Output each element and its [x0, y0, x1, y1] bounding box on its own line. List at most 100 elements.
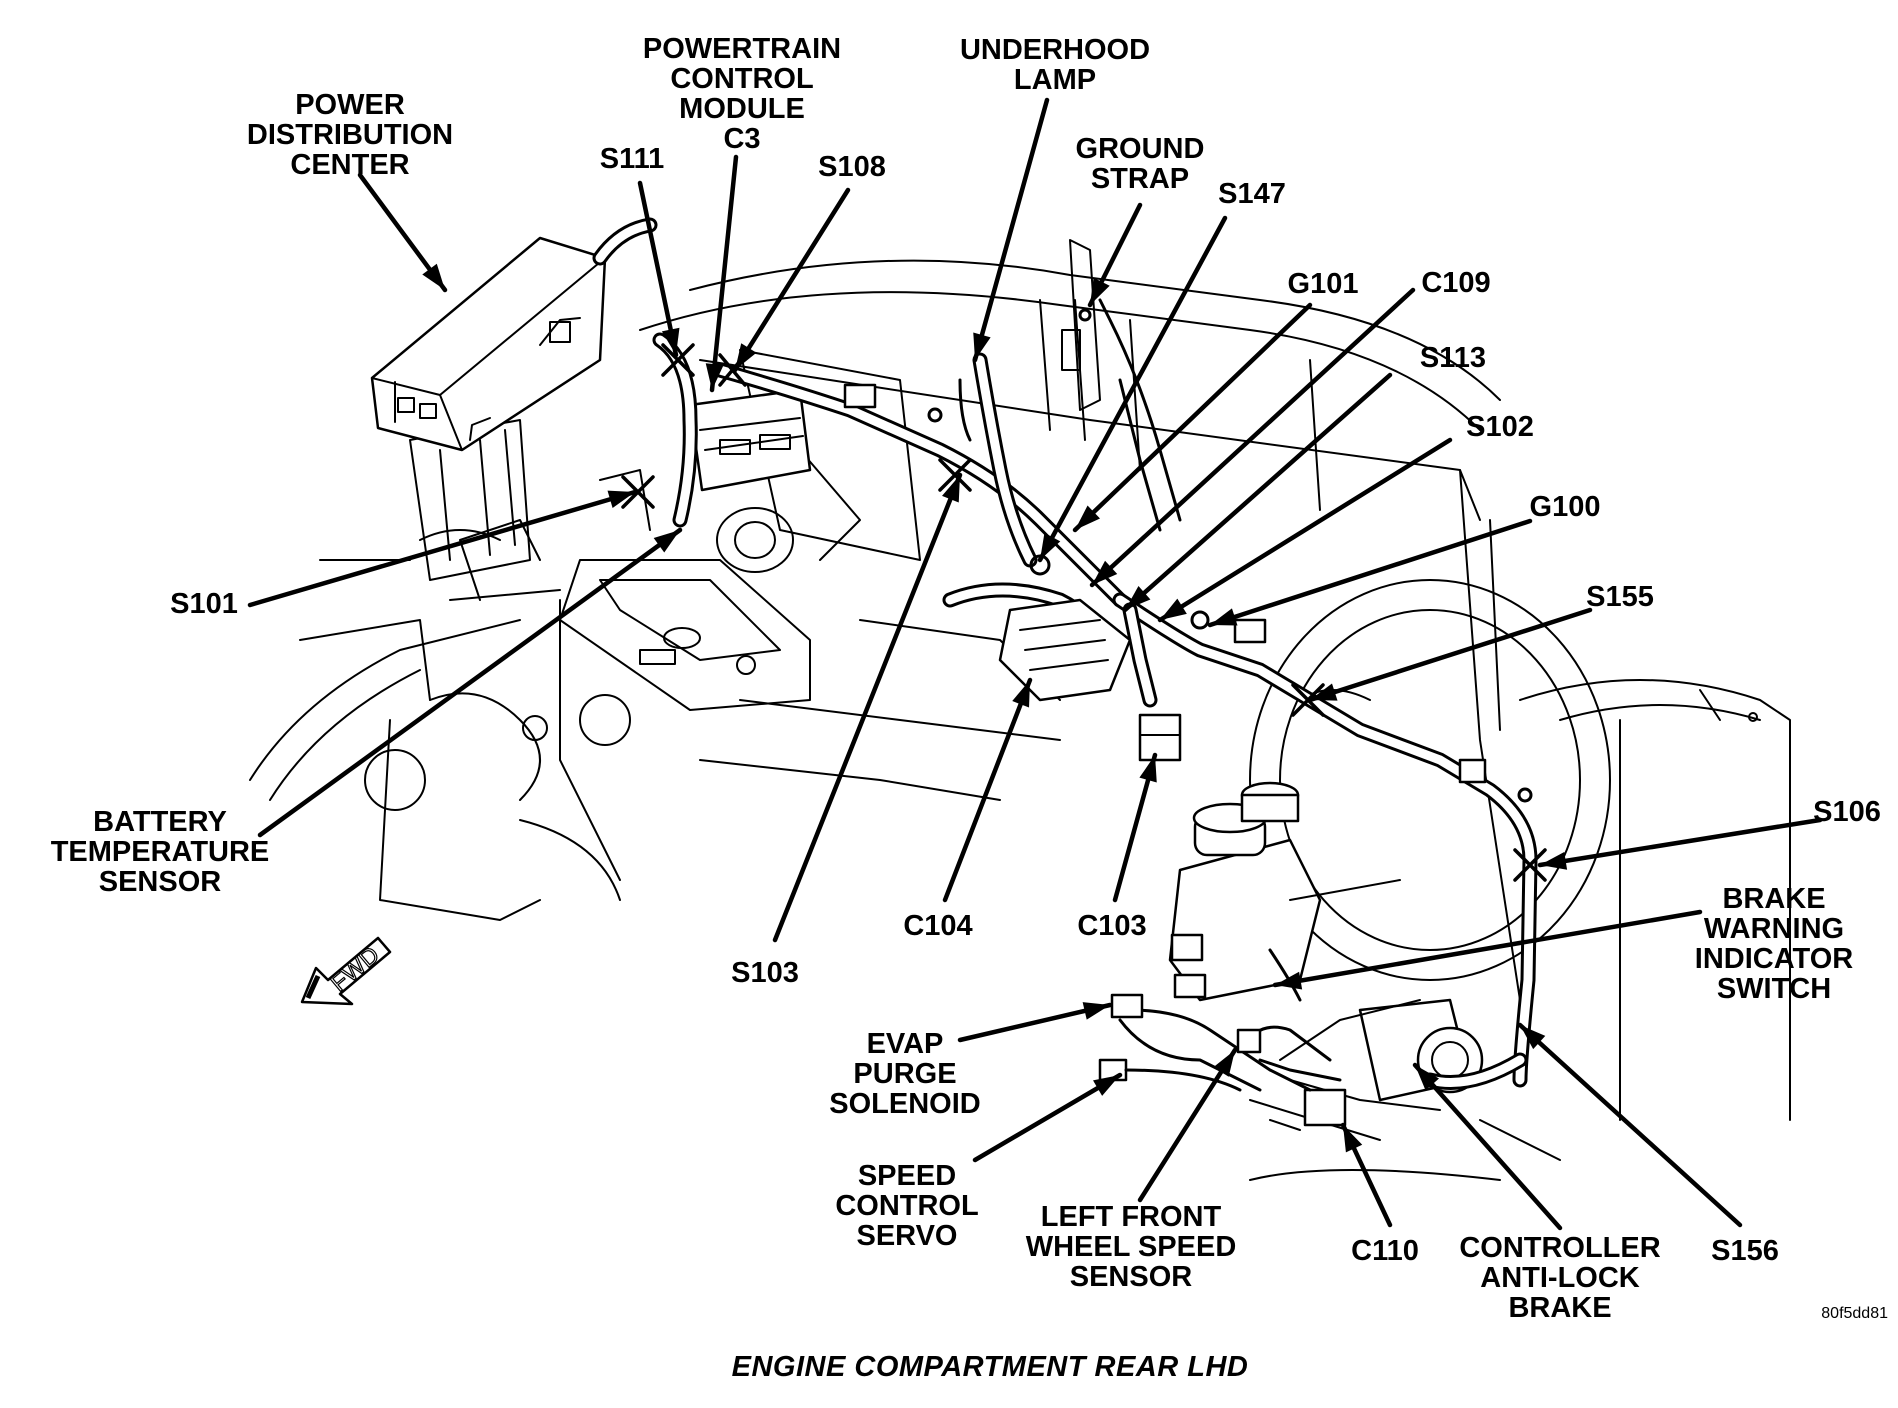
splice-markers [621, 343, 1547, 882]
arrowhead-s147 [1040, 532, 1061, 560]
leader-c109 [1089, 287, 1416, 588]
label-c109: C109 [1421, 267, 1490, 299]
label-g101-line: G101 [1288, 268, 1359, 300]
label-s108: S108 [818, 151, 886, 183]
label-c110: C110 [1351, 1235, 1419, 1267]
arrowhead-c104 [1012, 680, 1030, 708]
background-line-art [249, 239, 1791, 1181]
label-underhood-lamp-line: LAMP [1014, 64, 1096, 96]
label-evap-purge-solenoid-line: EVAP [867, 1028, 944, 1060]
arrowhead-ground-strap [1090, 277, 1110, 305]
leader-s102 [1157, 437, 1453, 623]
label-speed-control-servo-line: CONTROL [835, 1190, 978, 1222]
label-s103-line: S103 [731, 957, 799, 989]
splice-x-s103 [938, 458, 972, 492]
arrowhead-s102 [1160, 598, 1187, 620]
label-ground-strap-line: STRAP [1091, 163, 1189, 195]
label-s156-line: S156 [1711, 1235, 1779, 1267]
power-distribution-center-box [370, 217, 658, 452]
arrowhead-evap-purge-solenoid [1082, 1002, 1110, 1020]
label-g100-line: G100 [1530, 491, 1601, 523]
label-s106: S106 [1813, 796, 1881, 828]
label-s102-line: S102 [1466, 411, 1534, 443]
leader-s108 [732, 187, 851, 373]
label-left-front-wheel-speed-sensor-line: WHEEL SPEED [1026, 1231, 1237, 1263]
leader-s113 [1122, 372, 1393, 613]
label-left-front-wheel-speed-sensor-line: LEFT FRONT [1041, 1201, 1222, 1233]
label-powertrain-control-module-line: CONTROL [670, 63, 813, 95]
arrowhead-s113 [1125, 586, 1151, 610]
label-power-distribution-center-line: CENTER [290, 149, 409, 181]
leader-arrows [247, 97, 1823, 1231]
label-s101: S101 [170, 588, 238, 620]
label-s102: S102 [1466, 411, 1534, 443]
arrowhead-powertrain-control-module [705, 363, 724, 390]
arrowhead-g101 [1075, 505, 1101, 530]
label-brake-warning-indicator-switch-line: WARNING [1704, 913, 1844, 945]
leader-s103 [772, 472, 963, 943]
label-s113-line: S113 [1420, 342, 1486, 374]
leader-c104 [942, 677, 1033, 903]
arrowhead-s111 [661, 327, 680, 355]
label-s106-line: S106 [1813, 796, 1881, 828]
leader-battery-temperature-sensor [257, 527, 683, 838]
arrowhead-s101 [607, 490, 635, 508]
label-c110-line: C110 [1351, 1235, 1419, 1267]
label-s155: S155 [1586, 581, 1654, 613]
label-controller-anti-lock-brake-line: BRAKE [1508, 1292, 1611, 1324]
label-evap-purge-solenoid-line: PURGE [853, 1058, 956, 1090]
leader-underhood-lamp [972, 97, 1050, 363]
label-s108-line: S108 [818, 151, 886, 183]
leader-controller-anti-lock-brake [1412, 1062, 1563, 1231]
arrowhead-s103 [942, 475, 960, 503]
label-battery-temperature-sensor-line: BATTERY [93, 806, 227, 838]
label-brake-warning-indicator-switch-line: SWITCH [1717, 973, 1831, 1005]
arrowhead-power-distribution-center [422, 263, 445, 290]
label-ground-strap-line: GROUND [1076, 133, 1205, 165]
label-speed-control-servo-line: SPEED [858, 1160, 956, 1192]
leader-g101 [1072, 302, 1313, 533]
label-power-distribution-center-line: DISTRIBUTION [247, 119, 453, 151]
arrowhead-g100 [1210, 608, 1238, 626]
arrowhead-c110 [1343, 1125, 1363, 1153]
label-brake-warning-indicator-switch-line: INDICATOR [1695, 943, 1853, 975]
leader-s147 [1037, 215, 1228, 563]
label-evap-purge-solenoid-line: SOLENOID [829, 1088, 980, 1120]
label-c103: C103 [1077, 910, 1146, 942]
arrowhead-underhood-lamp [973, 332, 991, 360]
wiring-harness [652, 298, 1538, 1092]
splice-x-s101 [621, 475, 655, 509]
arrowhead-c109 [1092, 560, 1118, 585]
label-controller-anti-lock-brake-line: ANTI-LOCK [1480, 1262, 1640, 1294]
splice-x-s111 [661, 343, 695, 377]
arrowhead-speed-control-servo [1093, 1075, 1120, 1096]
splice-x-s106 [1513, 848, 1547, 882]
label-s156: S156 [1711, 1235, 1779, 1267]
label-battery-temperature-sensor-line: TEMPERATURE [51, 836, 270, 868]
arrowhead-c103 [1139, 755, 1157, 783]
leader-s111 [637, 180, 679, 358]
label-s103: S103 [731, 957, 799, 989]
figure-caption: ENGINE COMPARTMENT REAR LHD [732, 1351, 1249, 1383]
label-powertrain-control-module-line: MODULE [679, 93, 805, 125]
label-c109-line: C109 [1421, 267, 1490, 299]
arrowhead-s106 [1540, 851, 1568, 870]
arrowhead-battery-temperature-sensor [653, 530, 680, 553]
leader-s101 [247, 489, 638, 608]
leader-s156 [1517, 1022, 1743, 1228]
label-s155-line: S155 [1586, 581, 1654, 613]
label-powertrain-control-module-line: C3 [723, 123, 760, 155]
leader-s155 [1307, 607, 1593, 703]
label-s101-line: S101 [170, 588, 238, 620]
label-battery-temperature-sensor-line: SENSOR [99, 866, 222, 898]
